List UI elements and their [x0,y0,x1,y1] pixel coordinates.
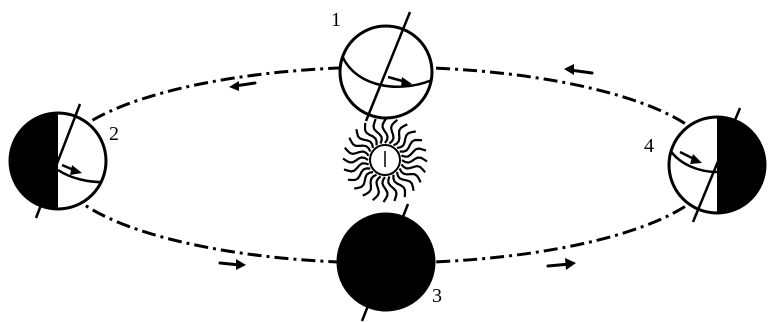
sun-ray [401,164,425,172]
label-position-4: 4 [644,135,654,157]
earth-position-2 [10,104,108,218]
arrow-bottom-left [220,259,246,270]
arrow-top-left [229,81,255,91]
sun-ray [343,157,368,162]
earth-position-4 [669,108,765,222]
sun-ray [345,148,369,156]
sun-ray [383,118,388,143]
sun-ray [382,177,387,202]
sun-ray [373,176,381,200]
arrow-bottom-right [548,258,576,270]
sun-ray [401,149,426,157]
label-position-1: 1 [331,9,341,31]
sun-ray [402,158,427,163]
label-position-2: 2 [109,123,119,145]
arrow-top-right [564,64,592,75]
sun-ray [374,119,382,144]
earth-position-1 [340,12,432,121]
earth-position-3 [338,204,434,321]
label-position-3: 3 [432,285,442,307]
sun-icon [343,118,427,202]
sun-ray [344,163,369,171]
sun-ray [389,120,397,144]
sun-ray [388,176,396,201]
